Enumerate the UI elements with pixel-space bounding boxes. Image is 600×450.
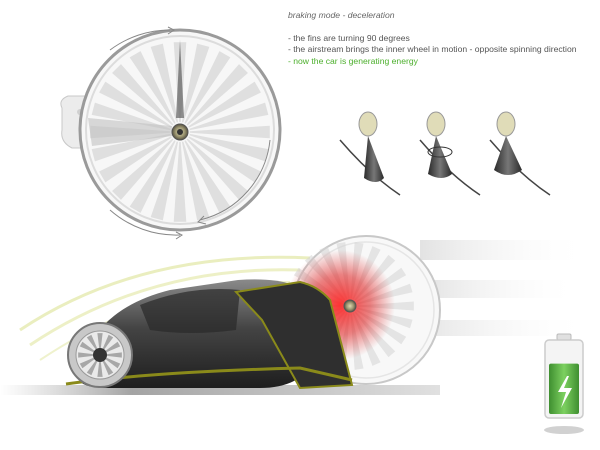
fin-blade (150, 43, 179, 123)
fin-hub-icon (358, 111, 378, 137)
fin-hub-icon (426, 111, 446, 137)
fin-blade (104, 341, 121, 353)
fin-blade (189, 125, 270, 139)
battery-indicator (544, 333, 584, 434)
motion-blur (430, 280, 580, 298)
fin-blade (104, 357, 121, 369)
fin-blade (181, 141, 210, 221)
fin-blade (189, 133, 269, 162)
fin-blade (79, 357, 96, 369)
fin-blade (86, 359, 98, 376)
rotation-arrow-right (199, 139, 271, 221)
rotation-arrow-bottom (109, 209, 181, 236)
wheel-inner-rim (85, 35, 275, 225)
fin-positions (339, 111, 551, 196)
annotation-title: braking mode - deceleration (288, 10, 395, 20)
fin-position-3 (489, 111, 551, 196)
fin-blade (99, 81, 172, 128)
horizontal-fin (88, 118, 172, 146)
front-wheel-fins (78, 333, 122, 377)
fin-blade (102, 359, 114, 376)
arrow-head (175, 231, 183, 240)
motion-blur (420, 240, 590, 260)
fin-blade (189, 102, 269, 131)
fin-blade (150, 141, 179, 221)
fin-blade (129, 51, 176, 124)
battery-shadow (544, 426, 584, 434)
fin-blade (97, 360, 103, 377)
fin-shape (494, 136, 522, 175)
rotation-arrow-top (109, 29, 171, 51)
fin-blade (102, 334, 114, 351)
ground-shadow (0, 385, 440, 395)
fin-blade (181, 43, 210, 123)
fin-blade (97, 333, 103, 350)
fin-hub-icon (496, 111, 516, 137)
wheel-fins (90, 42, 270, 222)
fin-blade (91, 133, 171, 162)
fin-blade (79, 341, 96, 353)
front-hub (93, 348, 107, 362)
fin-blade (186, 138, 248, 200)
car-illustration (0, 235, 590, 395)
fin-shape (364, 136, 384, 182)
rotation-ring-icon (427, 146, 453, 158)
annotation-note: - the fins are turning 90 degrees (288, 33, 410, 44)
fin-blade (99, 136, 172, 183)
fin-blade (78, 352, 95, 358)
lightning-bolt-icon (558, 376, 572, 408)
wheel-diagram (60, 26, 282, 240)
fin-blade (105, 352, 122, 358)
annotation-note: - the airstream brings the inner wheel i… (288, 44, 577, 55)
fin-blade (188, 81, 261, 128)
fin-blade (184, 51, 231, 124)
fin-blade (86, 334, 98, 351)
fin-blade (112, 138, 174, 200)
fin-blade (184, 140, 231, 213)
cockpit (140, 289, 240, 333)
arrow-head (167, 26, 175, 35)
arrow-head (197, 215, 207, 225)
annotation-block: braking mode - deceleration - the fins a… (288, 10, 588, 67)
hub-center (177, 129, 183, 135)
fin-blade (112, 64, 174, 126)
motion-blur (430, 320, 590, 336)
fin-blade (173, 141, 187, 222)
fin-position-2 (419, 111, 481, 196)
fin-blade (186, 64, 248, 126)
vertical-fin (176, 40, 184, 118)
fin-blade (129, 140, 176, 213)
annotation-note-highlight: - now the car is generating energy (288, 55, 418, 66)
battery-terminal (556, 333, 572, 341)
rear-fender (233, 280, 354, 390)
fin-blade (91, 102, 171, 131)
fin-blade (188, 136, 261, 183)
fin-position-1 (339, 111, 401, 196)
rear-hub (343, 299, 357, 313)
